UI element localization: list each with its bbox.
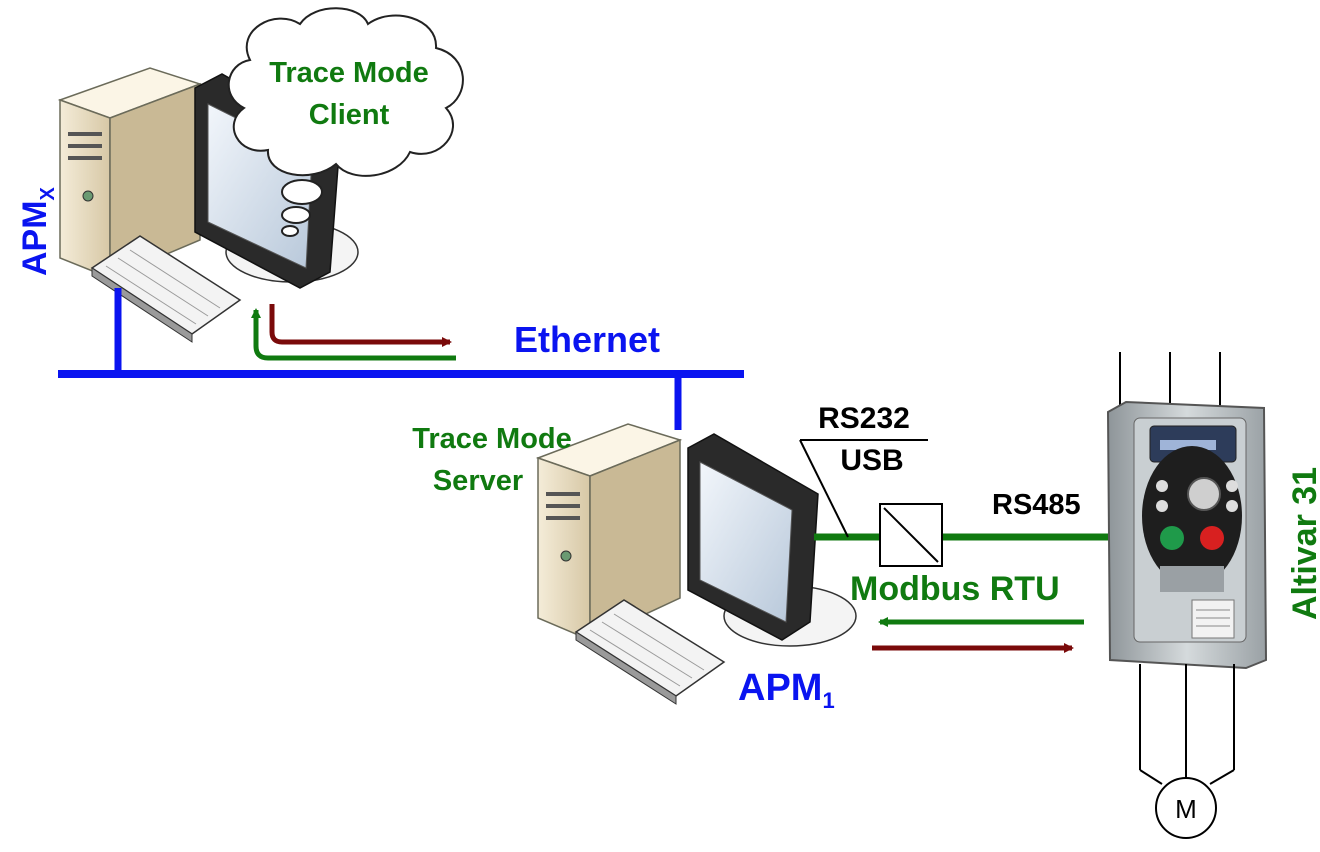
- client-cloud-line1: Trace Mode: [269, 57, 429, 89]
- ethernet-label: Ethernet: [514, 319, 660, 360]
- client-response-arrow: [251, 308, 456, 361]
- server-station-sub: 1: [822, 688, 834, 713]
- server-computer: [535, 423, 857, 705]
- client-cloud-line2: Client: [309, 99, 390, 131]
- motor-symbol: [1155, 777, 1217, 839]
- server-station-label: APM1: [738, 667, 835, 713]
- server-station-main: APM: [738, 667, 822, 709]
- interface-label-bottom: USB: [840, 444, 903, 477]
- client-station-label: APMX: [16, 186, 59, 276]
- power-supply-lines: [1119, 352, 1221, 410]
- client-computer: [57, 67, 359, 343]
- client-request-arrow: [269, 304, 452, 347]
- drive-name-label: Altivar 31: [1286, 467, 1320, 620]
- motor-label: M: [1175, 794, 1197, 824]
- altivar-drive: [1106, 400, 1268, 670]
- server-label-line1: Trace Mode: [412, 423, 572, 455]
- bus-label: RS485: [992, 489, 1081, 521]
- motor-wiring: [1139, 664, 1235, 785]
- client-thought-cloud: Trace Mode Client: [227, 7, 464, 237]
- client-station-sub: X: [37, 186, 59, 200]
- serial-link: [799, 439, 1110, 567]
- server-label-line2: Server: [433, 465, 523, 497]
- client-station-main: APM: [16, 200, 54, 276]
- protocol-label: Modbus RTU: [850, 570, 1060, 608]
- interface-label-top: RS232: [818, 402, 910, 435]
- ethernet-bus: [58, 288, 744, 430]
